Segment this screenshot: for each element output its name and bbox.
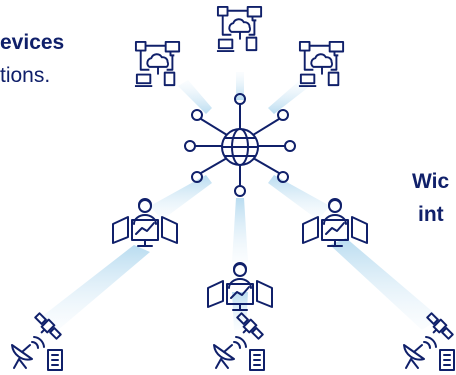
left-heading-fragment: evices <box>0 31 65 54</box>
signal-beams <box>40 72 440 330</box>
computer-network-icon <box>216 5 263 53</box>
globe-network-hub <box>184 93 296 197</box>
left-subtext-fragment: tions. <box>0 64 51 87</box>
right-heading-fragment: Wic <box>412 170 450 193</box>
satellite-ground-station-icon <box>403 312 456 371</box>
satellite-ground-station-icon <box>213 312 266 371</box>
computer-network-icon <box>134 40 181 88</box>
computer-network-icon <box>298 40 345 88</box>
right-heading-fragment-2: int <box>418 203 444 226</box>
